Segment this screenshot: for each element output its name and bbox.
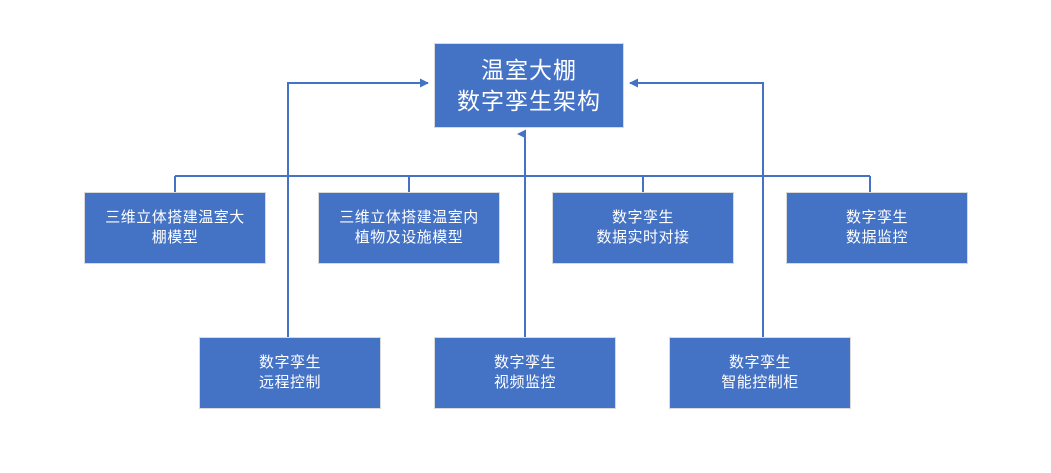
node-data-monitoring-label: 数字孪生 数据监控	[845, 209, 908, 246]
node-smart-control-cabinet-label: 数字孪生 智能控制柜	[721, 354, 799, 391]
node-realtime-data-docking[interactable]: 数字孪生 数据实时对接	[552, 192, 734, 264]
node-root-architecture[interactable]: 温室大棚 数字孪生架构	[434, 43, 624, 128]
node-video-monitoring-label: 数字孪生 视频监控	[493, 354, 556, 391]
node-remote-control-label: 数字孪生 远程控制	[258, 354, 321, 391]
node-three-d-greenhouse-model-label: 三维立体搭建温室大 棚模型	[105, 209, 245, 246]
node-realtime-data-docking-label: 数字孪生 数据实时对接	[596, 209, 690, 246]
node-three-d-plant-facility-model-label: 三维立体搭建温室内 植物及设施模型	[339, 209, 479, 246]
node-video-monitoring[interactable]: 数字孪生 视频监控	[434, 337, 616, 409]
node-root-architecture-label: 温室大棚 数字孪生架构	[457, 57, 601, 114]
node-data-monitoring[interactable]: 数字孪生 数据监控	[786, 192, 968, 264]
node-three-d-greenhouse-model[interactable]: 三维立体搭建温室大 棚模型	[84, 192, 266, 264]
node-three-d-plant-facility-model[interactable]: 三维立体搭建温室内 植物及设施模型	[318, 192, 500, 264]
node-smart-control-cabinet[interactable]: 数字孪生 智能控制柜	[669, 337, 851, 409]
node-remote-control[interactable]: 数字孪生 远程控制	[199, 337, 381, 409]
connector-right-riser-to-root	[629, 78, 764, 176]
connector-left-riser-to-root	[287, 78, 429, 176]
